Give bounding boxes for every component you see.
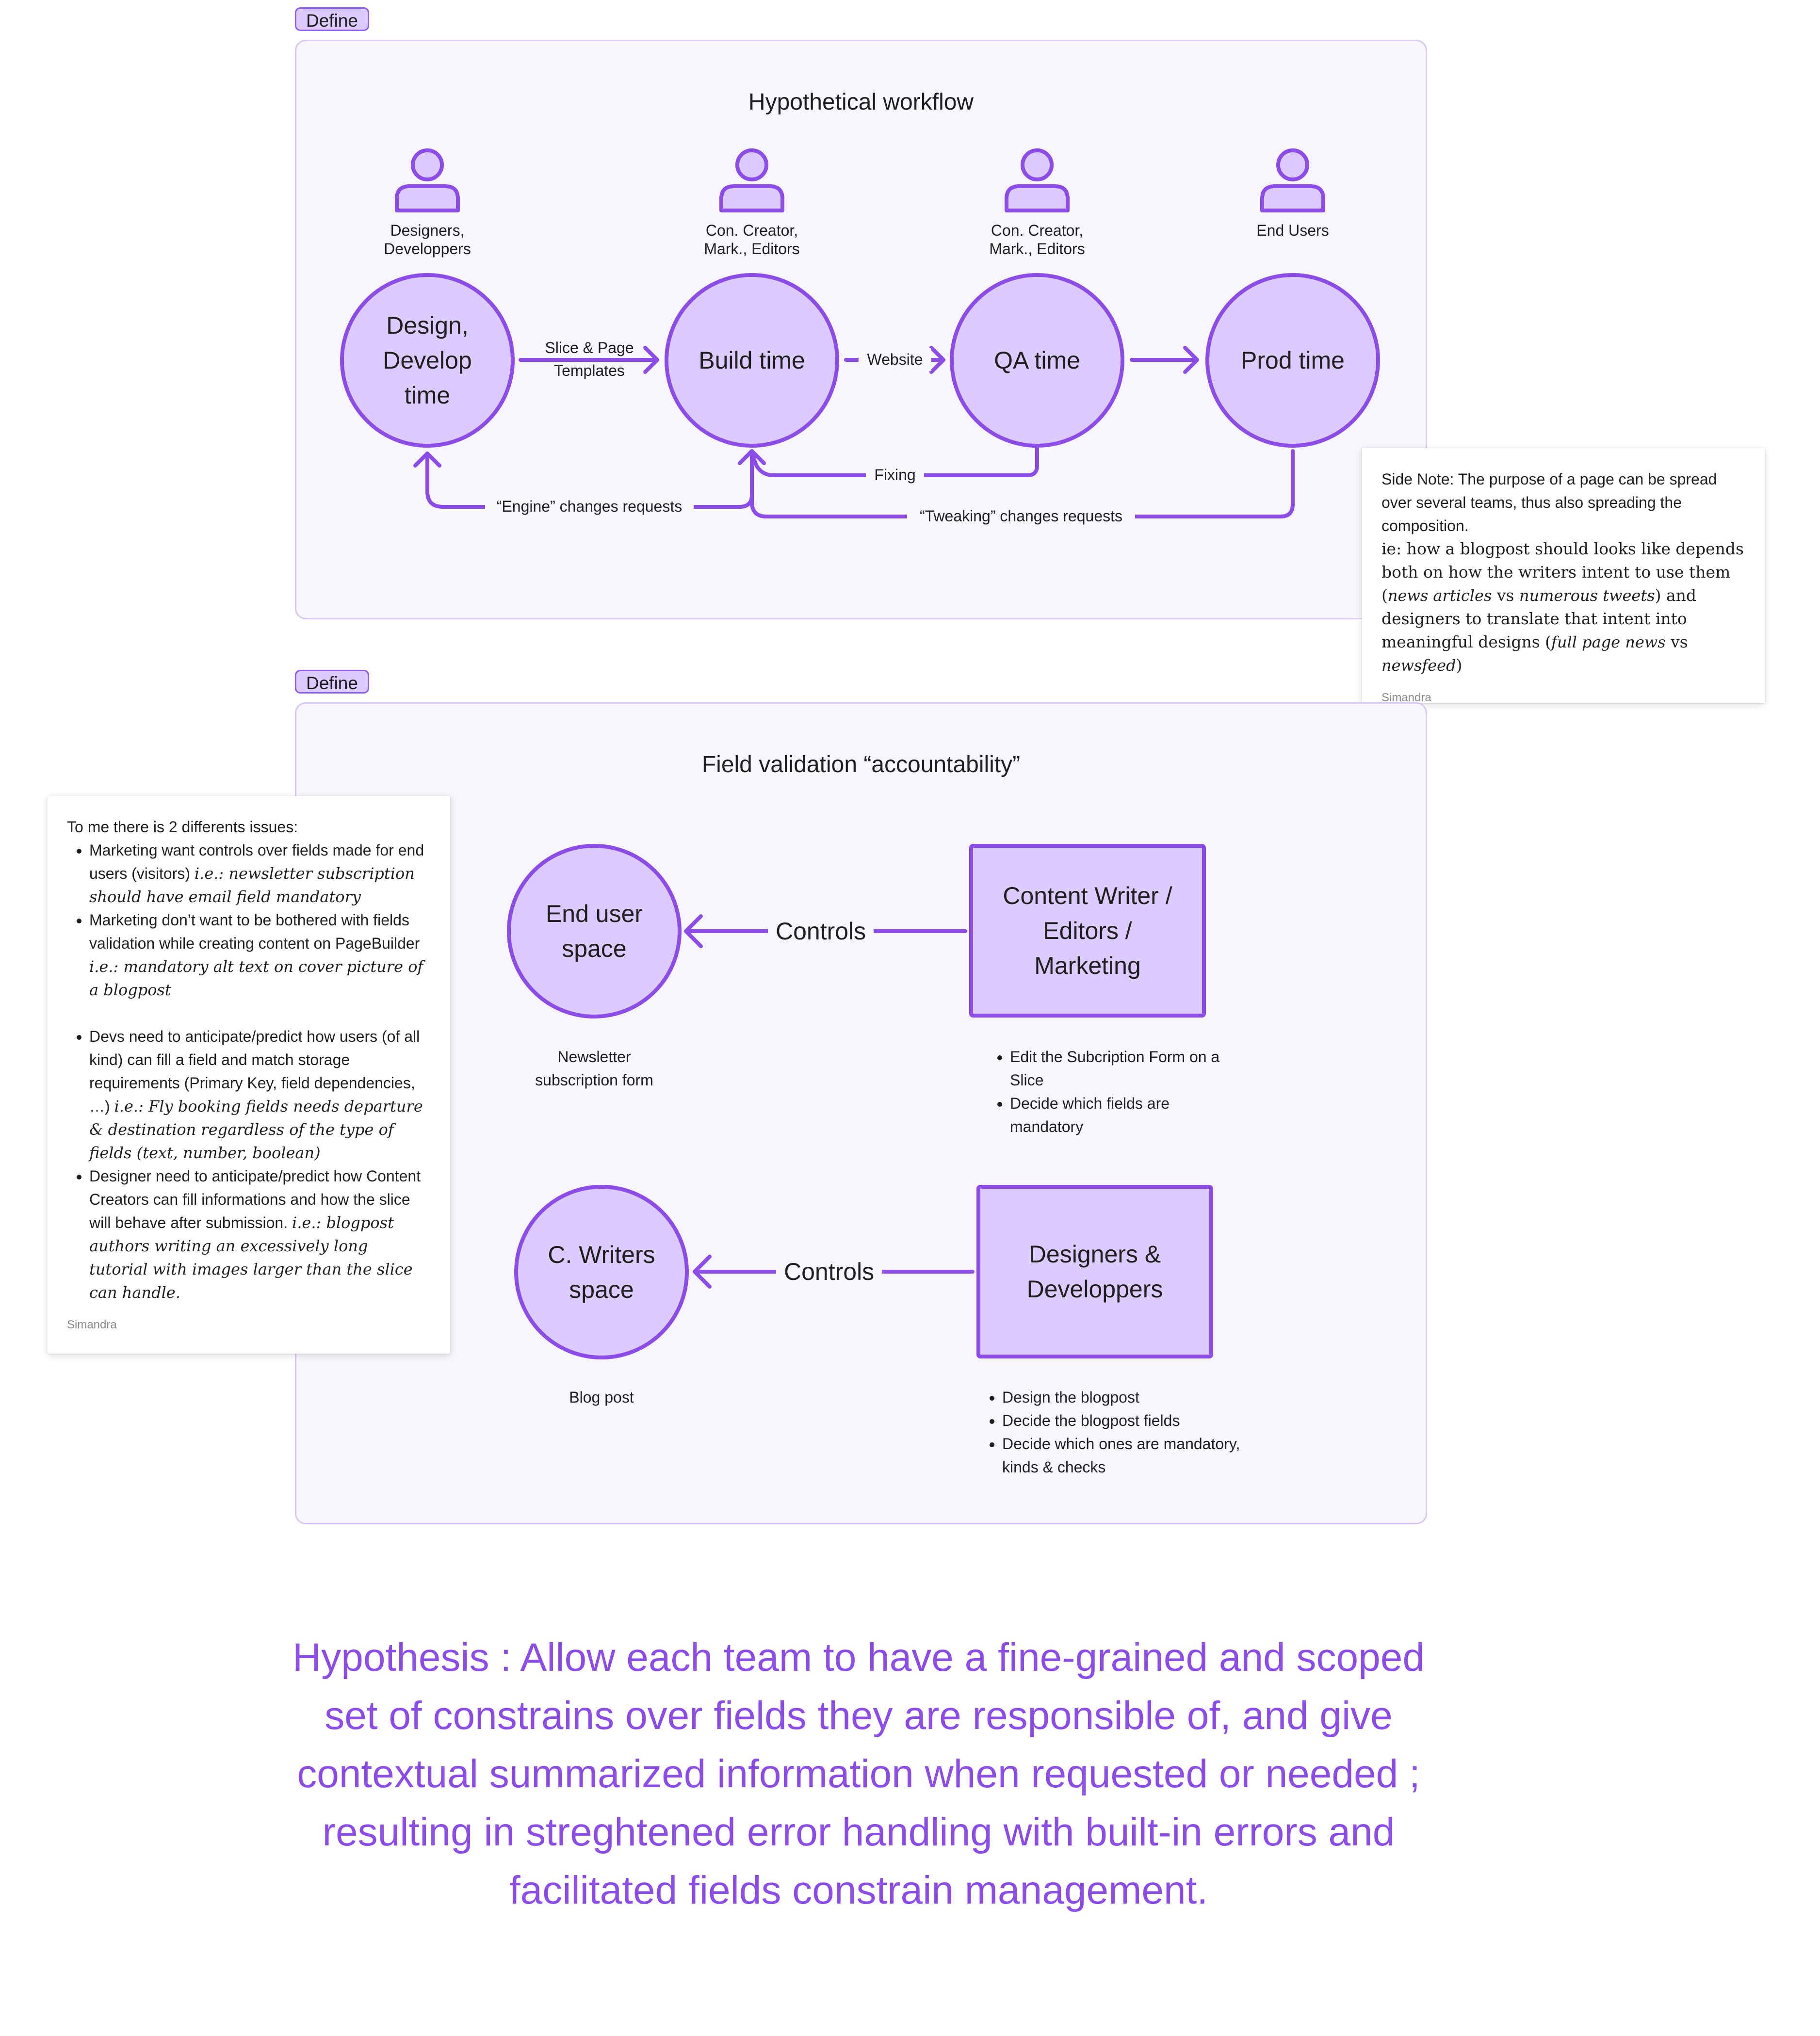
note-author: Simandra	[67, 1318, 117, 1331]
role-label: Con. Creator, Mark., Editors	[704, 222, 800, 258]
controls-label: Controls	[768, 917, 874, 946]
stage-build[interactable]: Build time	[665, 273, 839, 448]
edge-label-website: Website	[859, 348, 931, 371]
actor-responsibilities: Design the blogpost Decide the blogpost …	[978, 1386, 1254, 1479]
frame-tag[interactable]: Define	[295, 670, 369, 694]
frame-title: Field validation “accountability”	[701, 752, 1021, 777]
stage-qa[interactable]: QA time	[950, 273, 1124, 448]
list-item: Designer need to anticipate/predict how …	[89, 1164, 431, 1304]
role-label: End Users	[1256, 222, 1329, 239]
list-item: Design the blogpost	[1002, 1386, 1254, 1409]
stage-prod[interactable]: Prod time	[1205, 273, 1380, 448]
list-item: Devs need to anticipate/predict how user…	[89, 1025, 431, 1164]
stage-design-develop[interactable]: Design, Develop time	[340, 273, 515, 448]
list-item: Decide which fields are mandatory	[1010, 1092, 1238, 1138]
target-writers-space[interactable]: C. Writers space	[514, 1185, 689, 1359]
list-item: Edit the Subcription Form on a Slice	[1010, 1045, 1238, 1092]
validation-frame: Field validation “accountability”	[295, 702, 1427, 1524]
caption-blog-post: Blog post	[569, 1389, 634, 1406]
actor-content-writer[interactable]: Content Writer / Editors / Marketing	[969, 844, 1206, 1018]
list-item: Marketing want controls over fields made…	[89, 839, 431, 908]
note-author: Simandra	[1381, 691, 1431, 704]
list-item: Decide which ones are mandatory, kinds &…	[1002, 1432, 1254, 1479]
issues-note[interactable]: To me there is 2 differents issues: Mark…	[48, 796, 450, 1354]
edge-label-slice-templates: Slice & Page Templates	[545, 339, 634, 379]
side-note-lead: Side Note: The purpose of a page can be …	[1381, 470, 1717, 534]
side-note-body: ie: how a blogpost should looks like dep…	[1381, 539, 1744, 675]
controls-label: Controls	[776, 1257, 882, 1286]
edge-label-engine-changes: “Engine” changes requests	[485, 495, 694, 518]
hypothesis-statement: Hypothesis : Allow each team to have a f…	[292, 1635, 1425, 1912]
target-end-user-space[interactable]: End user space	[507, 844, 682, 1018]
side-note[interactable]: Side Note: The purpose of a page can be …	[1362, 448, 1765, 704]
actor-responsibilities: Edit the Subcription Form on a Slice Dec…	[986, 1045, 1238, 1138]
role-label: Designers, Developpers	[384, 222, 471, 258]
edge-label-fixing: Fixing	[866, 464, 924, 486]
list-item: Marketing don’t want to be bothered with…	[89, 908, 431, 1002]
issues-list: Devs need to anticipate/predict how user…	[67, 1025, 431, 1304]
edge-label-tweaking-changes: “Tweaking” changes requests	[907, 505, 1135, 528]
issues-note-intro: To me there is 2 differents issues:	[67, 818, 298, 836]
frame-tag[interactable]: Define	[295, 7, 369, 31]
actor-designers-developers[interactable]: Designers & Developpers	[976, 1185, 1213, 1358]
issues-list: Marketing want controls over fields made…	[67, 839, 431, 1002]
frame-title: Hypothetical workflow	[748, 89, 974, 115]
caption-newsletter: Newsletter subscription form	[535, 1048, 653, 1089]
list-item: Decide the blogpost fields	[1002, 1409, 1254, 1432]
role-label: Con. Creator, Mark., Editors	[989, 222, 1085, 258]
